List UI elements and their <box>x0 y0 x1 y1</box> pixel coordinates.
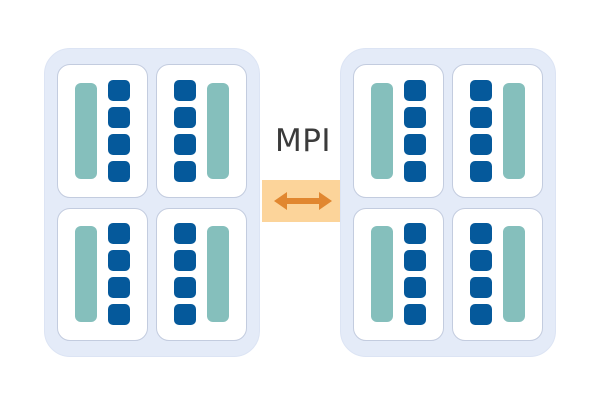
cpu-core <box>470 277 492 299</box>
cpu-core <box>174 79 196 101</box>
core-stack <box>174 223 196 326</box>
memory-bar <box>207 226 229 323</box>
cpu-core <box>404 277 426 299</box>
double-arrow-horizontal-icon <box>274 192 332 210</box>
cpu-core <box>174 133 196 155</box>
memory-bar <box>503 226 525 323</box>
core-stack <box>470 79 492 182</box>
cpu-core <box>404 79 426 101</box>
cpu-core <box>404 106 426 128</box>
cpu-core <box>108 79 130 101</box>
core-stack <box>108 79 130 182</box>
core-stack <box>470 223 492 326</box>
cpu-core <box>108 304 130 326</box>
cluster-panel-left <box>44 48 260 357</box>
cpu-core <box>174 106 196 128</box>
cpu-core <box>108 277 130 299</box>
memory-bar <box>75 82 97 179</box>
memory-bar <box>371 82 393 179</box>
cpu-core <box>108 223 130 245</box>
compute-node <box>57 64 148 198</box>
cpu-core <box>108 133 130 155</box>
core-stack <box>108 223 130 326</box>
compute-node <box>452 207 543 341</box>
cpu-core <box>174 160 196 182</box>
cpu-core <box>174 304 196 326</box>
cpu-core <box>174 277 196 299</box>
cluster-panel-right <box>340 48 556 357</box>
cpu-core <box>470 304 492 326</box>
cpu-core <box>404 223 426 245</box>
memory-bar <box>207 82 229 179</box>
cpu-core <box>404 250 426 272</box>
cpu-core <box>470 133 492 155</box>
memory-bar <box>503 82 525 179</box>
cpu-core <box>470 250 492 272</box>
cpu-core <box>470 106 492 128</box>
cpu-core <box>108 160 130 182</box>
cpu-core <box>174 223 196 245</box>
cpu-core <box>108 250 130 272</box>
cpu-core <box>470 160 492 182</box>
compute-node <box>57 207 148 341</box>
mpi-label: MPI <box>274 123 332 159</box>
cpu-core <box>470 79 492 101</box>
cpu-core <box>404 160 426 182</box>
cpu-core <box>404 304 426 326</box>
compute-node <box>156 207 247 341</box>
core-stack <box>174 79 196 182</box>
core-stack <box>404 223 426 326</box>
cpu-core <box>470 223 492 245</box>
core-stack <box>404 79 426 182</box>
cpu-core <box>174 250 196 272</box>
compute-node <box>156 64 247 198</box>
memory-bar <box>371 226 393 323</box>
cpu-core <box>404 133 426 155</box>
cpu-core <box>108 106 130 128</box>
compute-node <box>353 64 444 198</box>
mpi-band <box>262 180 344 222</box>
compute-node <box>452 64 543 198</box>
mpi-link: MPI <box>262 126 344 222</box>
compute-node <box>353 207 444 341</box>
memory-bar <box>75 226 97 323</box>
